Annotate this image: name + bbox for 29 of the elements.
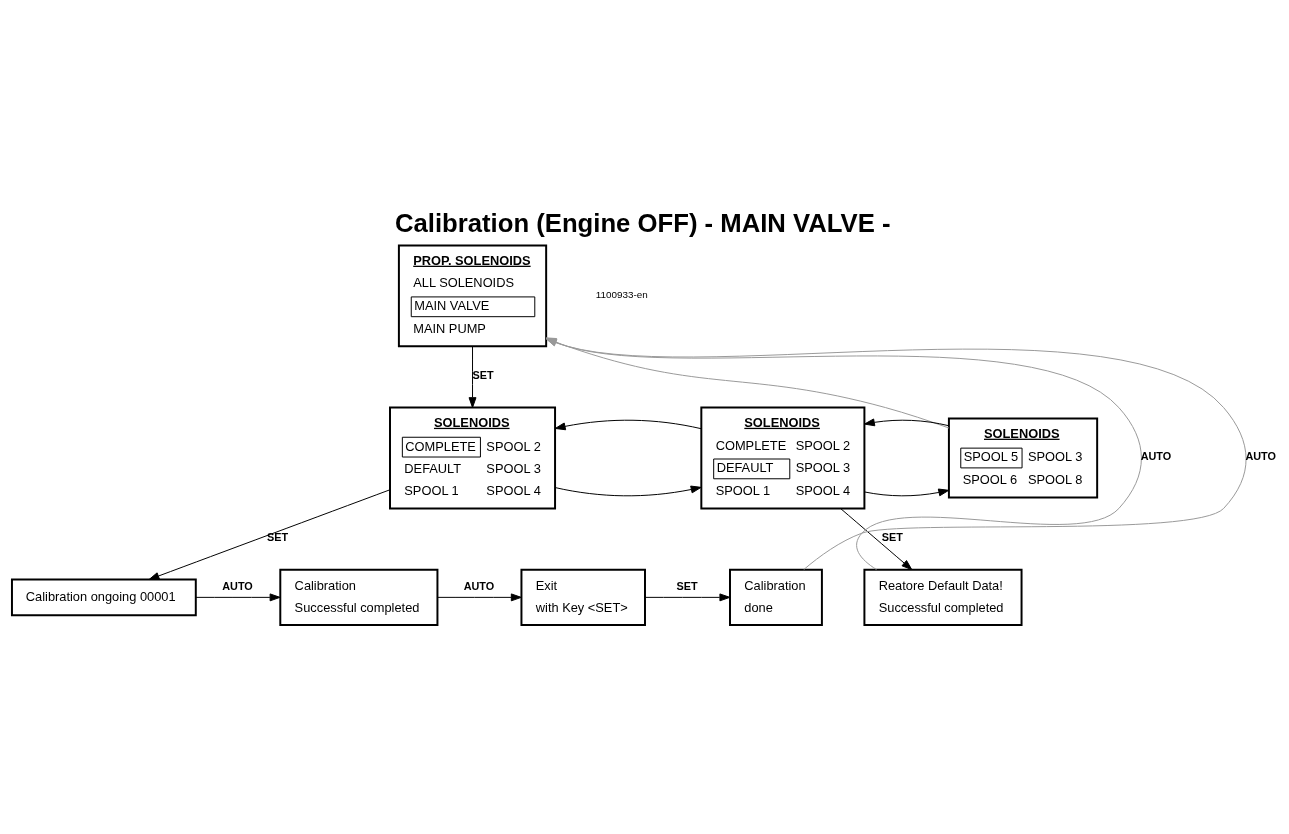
node-box: Calibration done (729, 568, 823, 627)
node-box: Calibration Successful completed (279, 568, 439, 627)
arrow (554, 419, 702, 431)
node-box: SOLENOIDS COMPLETE SPOOL 2 DEFAULT SPOOL 3 SPOOL 1 SPOOL 4 (700, 406, 866, 510)
edge-label: SET (266, 530, 289, 543)
node-box: Calibration ongoing 00001 (10, 578, 197, 617)
label: 1100933-en (595, 289, 648, 301)
node-box: SOLENOIDS COMPLETE SPOOL 2 DEFAULT SPOOL 3 SPOOL 1 SPOOL 4 (389, 406, 557, 510)
arrow (148, 489, 391, 581)
edge-label: AUTO (463, 580, 495, 593)
edge-label: SET (881, 530, 903, 543)
arrow (195, 593, 281, 602)
node-box: SOLENOIDS SPOOL 5 SPOOL 3 SPOOL 6 SPOOL 8 (947, 417, 1099, 499)
node-box: Reatore Default Data! Successful completed (863, 568, 1023, 627)
arrow (468, 346, 477, 409)
edge-label: SET (472, 368, 494, 381)
arrow (840, 508, 913, 571)
node-box: Exit with Key <SET> (520, 568, 646, 627)
arrow (437, 593, 522, 602)
edge-label: AUTO (1140, 449, 1172, 462)
arrow (864, 418, 950, 427)
node-box: PROP. SOLENOIDS ALL SOLENOIDS MAIN VALVE MAIN PUMP (397, 244, 548, 348)
diagram-title: Calibration (Engine OFF) - MAIN VALVE - (394, 209, 891, 238)
edge-label: AUTO (1245, 449, 1276, 462)
edge-label: AUTO (222, 580, 253, 593)
arrow (554, 485, 702, 497)
arrow (644, 593, 731, 602)
arrow (864, 488, 950, 497)
edge-label: SET (676, 580, 698, 593)
